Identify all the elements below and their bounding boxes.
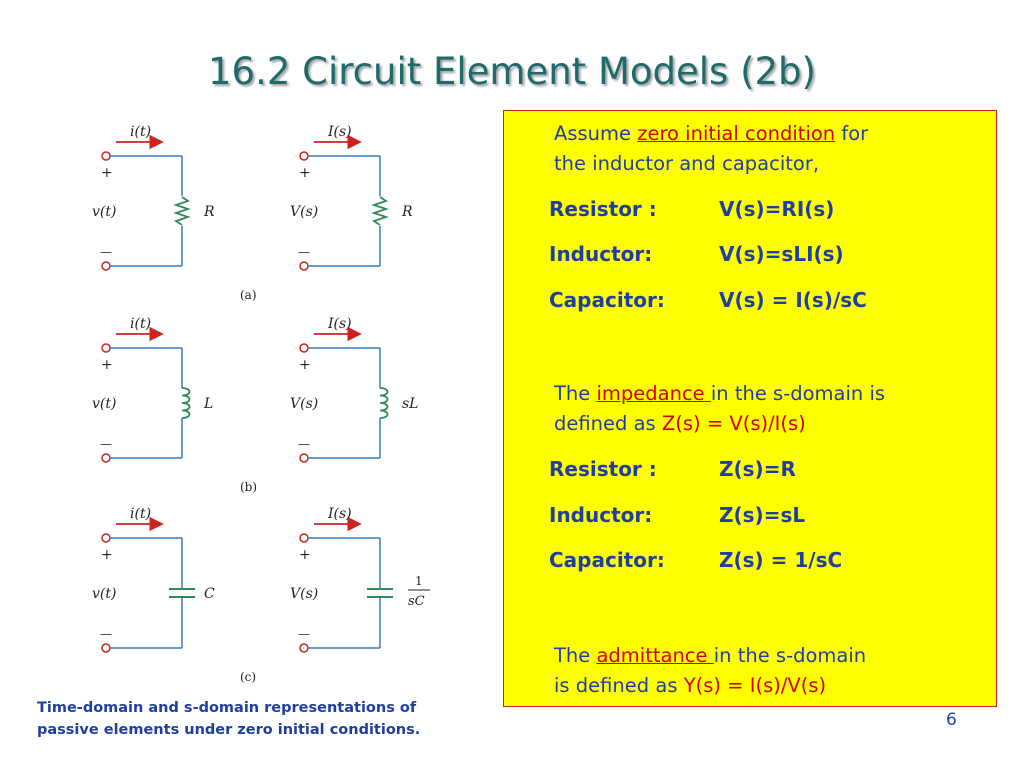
plus-sign-s2: + bbox=[299, 547, 311, 563]
element-label-s0: R bbox=[401, 204, 413, 220]
terminal-top-s0 bbox=[299, 151, 309, 161]
terminal-bottom-t1 bbox=[101, 453, 111, 463]
impedance-highlight: impedance bbox=[596, 382, 711, 405]
frac-numerator-s2: 1 bbox=[415, 574, 423, 588]
terminal-top-t1 bbox=[101, 343, 111, 353]
minus-sign-s1: — bbox=[298, 437, 310, 451]
terminal-top-t0 bbox=[101, 151, 111, 161]
element-label-s1: sL bbox=[402, 396, 418, 412]
terminal-top-s1 bbox=[299, 343, 309, 353]
voltage-label-t0: v(t) bbox=[92, 204, 116, 220]
terminal-bottom-s0 bbox=[299, 261, 309, 271]
voltage-label-t1: v(t) bbox=[92, 396, 116, 412]
voltage-label-s0: V(s) bbox=[290, 204, 318, 220]
panel-label-0: (a) bbox=[240, 288, 257, 302]
panel-label-1: (b) bbox=[240, 480, 257, 494]
minus-sign-s2: — bbox=[298, 627, 310, 641]
voltage-label-s1: V(s) bbox=[290, 396, 318, 412]
figure-caption: Time-domain and s-domain representations… bbox=[37, 697, 497, 741]
admittance-definition: The admittance in the s-domain is define… bbox=[554, 644, 867, 697]
current-label-s0: I(s) bbox=[327, 124, 352, 140]
caption-line-1: Time-domain and s-domain representations… bbox=[37, 700, 417, 716]
plus-sign-s0: + bbox=[299, 165, 311, 181]
terminal-bottom-s1 bbox=[299, 453, 309, 463]
current-label-s1: I(s) bbox=[327, 316, 352, 332]
voltage-label-s2: V(s) bbox=[290, 586, 318, 602]
element-label-t0: R bbox=[203, 204, 215, 220]
terminal-top-s2 bbox=[299, 533, 309, 543]
admittance-highlight: admittance bbox=[596, 644, 714, 667]
current-label-t0: i(t) bbox=[130, 124, 151, 140]
impedance-eq-resistor: Resistor :Z(s)=R bbox=[549, 457, 796, 481]
inductor-symbol-s1 bbox=[379, 387, 389, 419]
panel-label-2: (c) bbox=[240, 670, 256, 684]
caption-line-2: passive elements under zero initial cond… bbox=[37, 722, 421, 738]
plus-sign-s1: + bbox=[299, 357, 311, 373]
terminal-top-t2 bbox=[101, 533, 111, 543]
terminal-bottom-t0 bbox=[101, 261, 111, 271]
minus-sign-t1: — bbox=[100, 437, 112, 451]
element-label-t2: C bbox=[204, 586, 215, 602]
equations-box: Assume zero initial condition for the in… bbox=[503, 110, 997, 707]
current-label-t1: i(t) bbox=[130, 316, 151, 332]
impedance-definition: The impedance in the s-domain is defined… bbox=[554, 382, 886, 435]
plus-sign-t2: + bbox=[101, 547, 113, 563]
page-number: 6 bbox=[946, 710, 957, 730]
circuit-diagrams: i(t) + — v(t) R I(s) + — V(s) R (a) i(t) + — v(t) L I(s)… bbox=[92, 124, 430, 684]
voltage-eq-capacitor: Capacitor:V(s) = I(s)/sC bbox=[549, 288, 867, 312]
current-label-s2: I(s) bbox=[327, 506, 352, 522]
plus-sign-t0: + bbox=[101, 165, 113, 181]
voltage-eq-inductor: Inductor:V(s)=sLI(s) bbox=[549, 242, 844, 266]
minus-sign-t0: — bbox=[100, 245, 112, 259]
minus-sign-s0: — bbox=[298, 245, 310, 259]
inductor-symbol-t1 bbox=[181, 387, 191, 419]
impedance-eq-inductor: Inductor:Z(s)=sL bbox=[549, 503, 806, 527]
intro-text: Assume zero initial condition for the in… bbox=[554, 122, 869, 175]
terminal-bottom-s2 bbox=[299, 643, 309, 653]
frac-denominator-s2: sC bbox=[408, 594, 425, 609]
terminal-bottom-t2 bbox=[101, 643, 111, 653]
element-label-t1: L bbox=[203, 396, 213, 412]
plus-sign-t1: + bbox=[101, 357, 113, 373]
zero-initial-condition-highlight: zero initial condition bbox=[637, 122, 836, 145]
impedance-eq-capacitor: Capacitor:Z(s) = 1/sC bbox=[549, 548, 843, 572]
minus-sign-t2: — bbox=[100, 627, 112, 641]
resistor-symbol-s0 bbox=[371, 196, 389, 226]
current-label-t2: i(t) bbox=[130, 506, 151, 522]
voltage-eq-resistor: Resistor :V(s)=RI(s) bbox=[549, 197, 835, 221]
slide-title: 16.2 Circuit Element Models (2b) bbox=[208, 50, 816, 93]
voltage-label-t2: v(t) bbox=[92, 586, 116, 602]
resistor-symbol-t0 bbox=[173, 196, 191, 226]
